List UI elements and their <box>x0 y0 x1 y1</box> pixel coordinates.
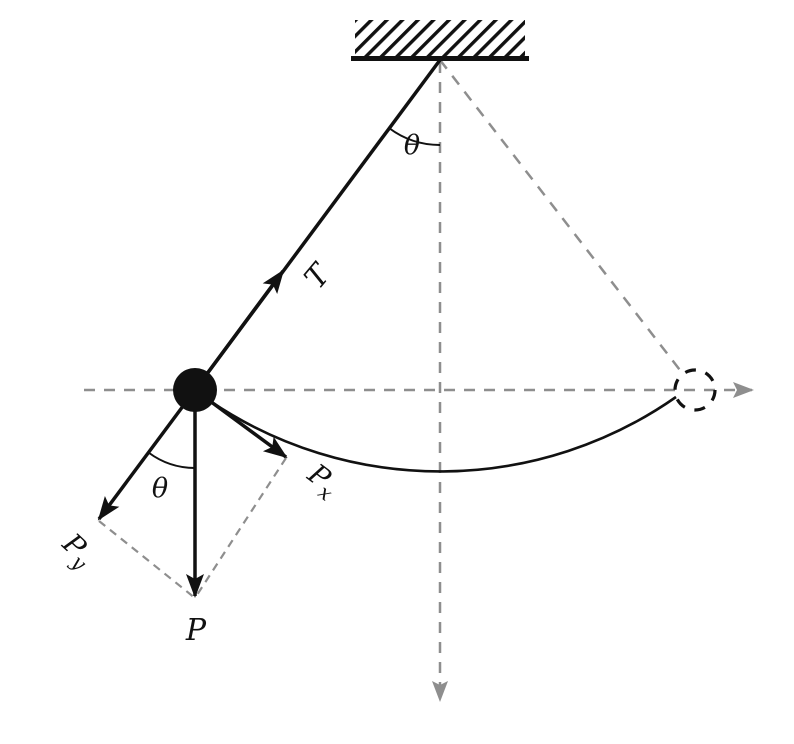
weight-y-label: Py <box>52 526 101 576</box>
parallelogram-edge-left <box>98 520 196 599</box>
phantom-bob <box>673 368 717 412</box>
tension-arrow <box>193 269 285 392</box>
weight-x-label: Px <box>298 457 346 506</box>
swing-arc <box>209 395 677 473</box>
extreme-position-line <box>439 59 684 375</box>
angle-label-pivot: θ <box>404 130 420 161</box>
angle-arc-bob <box>147 451 196 469</box>
ceiling-hatching <box>355 20 525 57</box>
tension-label: T <box>298 256 339 295</box>
parallelogram-edge-right <box>194 457 287 599</box>
angle-arc-pivot <box>388 127 441 146</box>
bob <box>173 368 217 412</box>
angle-label-bob: θ <box>152 473 168 504</box>
weight-y-component-arrow <box>97 388 197 521</box>
weight-label: P <box>185 613 207 648</box>
